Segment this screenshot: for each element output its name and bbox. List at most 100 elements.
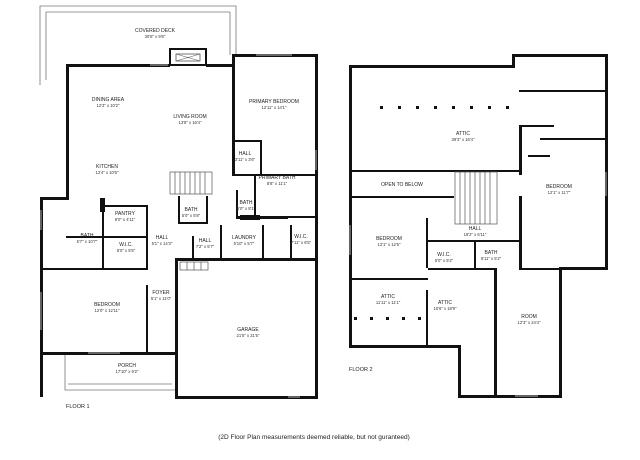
wall [232,54,235,174]
wall [262,225,264,259]
wall [512,54,608,57]
staircase-floor-2 [454,171,498,225]
room-dim: 12'3" x 24'4" [518,320,541,325]
wall [236,190,238,218]
wall [232,174,318,176]
bath-c-name: BATH [185,207,198,213]
wall [40,197,69,200]
bath-c-dim: 5'0" x 5'8" [182,213,201,218]
wall [100,198,105,212]
primary-bedroom-dim: 12'11" x 14'1" [262,105,287,110]
bath-a-dim: 5'0" x 8'1" [237,206,256,211]
open-to-below-label: OPEN TO BELOW [381,182,423,188]
wall [519,125,522,175]
floor-2-label: FLOOR 2 [349,367,373,373]
wall [474,242,476,270]
wall [349,65,352,348]
wall [349,65,514,68]
wall [240,215,260,220]
dining-area-name: DINING AREA [92,97,125,103]
floor-1-plan: COVERED DECK 30'8" x 9'6" DINING AREA 12… [39,5,318,410]
bedroom-b-dim: 12'1" x 12'5" [378,242,401,247]
hall-b-dim: 5'1" x 14'3" [152,241,173,246]
bedroom-a-dim: 12'1" x 11'7" [548,190,571,195]
wall [206,64,234,67]
attic-c-dim: 10'6" x 18'9" [434,306,457,311]
hall-c-name: HALL [199,238,212,244]
garage-name: GARAGE [237,327,259,333]
wall [528,155,550,157]
attic-b-dim: 11'11" x 11'1" [376,300,401,305]
bedroom-name: BEDROOM [94,302,120,308]
wall [220,225,222,259]
wall [540,138,607,140]
wall [428,268,496,270]
wall [254,176,256,218]
wic-name: W.I.C. [437,252,451,258]
wall [519,242,522,270]
room-name: ROOM [521,314,537,320]
attic-b-name: ATTIC [381,294,395,300]
wall [494,268,497,396]
wall [178,222,208,224]
bedroom-dim: 12'0" x 12'11" [95,308,120,313]
wall [519,90,607,92]
living-room-dim: 13'8" x 16'4" [179,120,202,125]
foyer-dim: 5'1" x 11'0" [151,296,172,301]
disclaimer-text: (2D Floor Plan measurements deemed relia… [218,434,410,441]
wall [146,205,148,269]
wic-a-name: W.I.C. [119,242,133,248]
wall [40,268,148,270]
wall [288,216,318,218]
wall [66,64,170,67]
wall [175,396,318,399]
wall [349,345,459,348]
wall [512,54,515,68]
wall [519,268,559,270]
wall [458,395,561,398]
wic-b-name: W.I.C. [294,234,308,240]
attic-c-name: ATTIC [438,300,452,306]
wall [66,64,69,199]
bath-name: BATH [485,250,498,256]
wall [426,290,428,348]
wall [290,225,292,259]
wall [66,236,148,238]
wall [428,240,522,242]
wall [605,54,608,269]
wic-a-dim: 6'0" x 5'5" [117,248,136,253]
wall [104,205,148,207]
hall-dim: 18'2" x 6'11" [464,232,487,237]
wall [350,278,428,280]
wall [175,258,178,398]
laundry-dim: 5'10" x 5'7" [234,241,255,246]
wic-b-dim: 7'11" x 6'5" [291,240,312,245]
bath-b-name: BATH [81,233,94,239]
covered-deck-dim: 30'8" x 9'6" [145,34,166,39]
attic-a-dim: 39'3" x 16'4" [452,137,475,142]
pantry-dim: 6'0" x 4'11" [115,217,136,222]
living-room-name: LIVING ROOM [173,114,206,120]
primary-bath-dim: 8'8" x 11'1" [267,181,288,186]
covered-deck-outline [39,5,237,85]
wall [178,196,180,224]
bedroom-b-name: BEDROOM [376,236,402,242]
wall [175,258,318,261]
pantry-name: PANTRY [115,211,135,217]
wall [458,345,461,397]
wall [192,236,194,258]
fireplace-hearth [175,53,201,62]
fireplace-hatch [175,53,201,62]
porch-dim: 17'10" x 9'2" [116,369,139,374]
wall [232,140,262,142]
foyer-name: FOYER [152,290,170,296]
wall [349,196,454,198]
wall [206,196,208,224]
wall [559,267,562,398]
covered-deck-name: COVERED DECK [135,28,176,34]
bath-dim: 8'11" x 5'2" [481,256,502,261]
porch-outline [64,355,175,391]
wall [146,285,148,355]
wall [260,140,262,176]
